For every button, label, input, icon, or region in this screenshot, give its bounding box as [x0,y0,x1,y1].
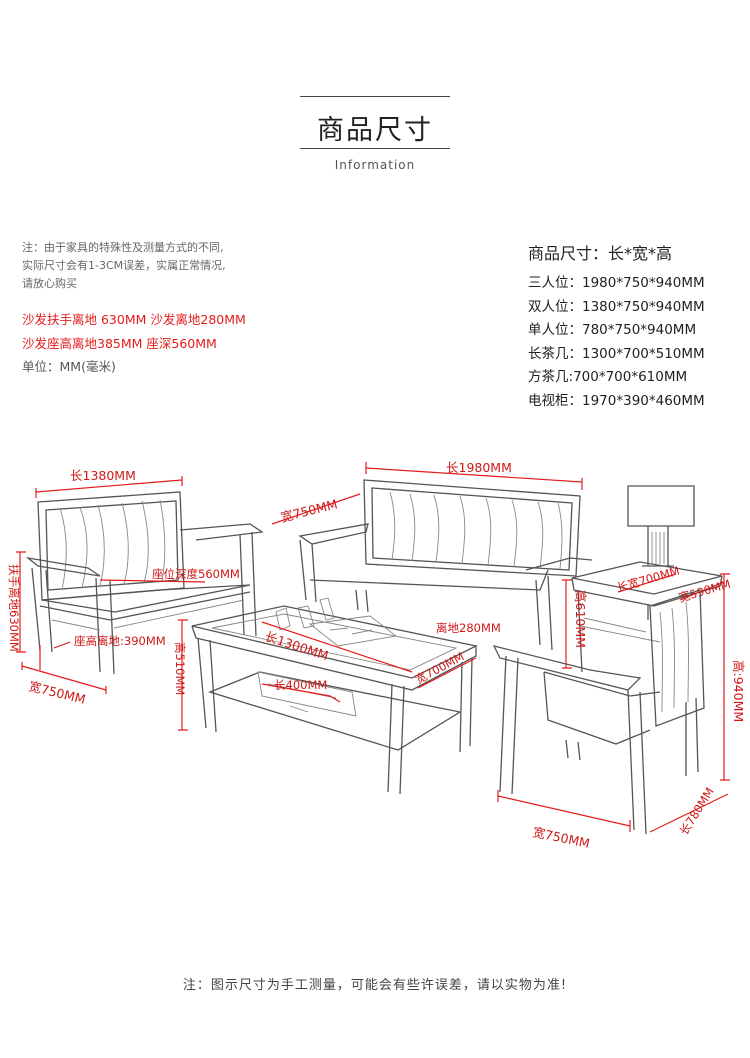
spec-item: 方茶几:700*700*610MM [528,366,705,390]
side-height-label: 高610MM [573,590,588,648]
loveseat-dimensions: 长1380MM 扶手离地630MM 座位深度560MM 座高离地:390MM 宽… [7,468,240,707]
spec-item: 单人位：780*750*940MM [528,319,705,343]
spec-item: 双人位：1380*750*940MM [528,296,705,320]
unit-label: 单位：MM(毫米) [22,359,116,374]
spec-name: 方茶几: [528,369,574,386]
seat-depth-label: 座位深度560MM [152,567,240,581]
spec-name: 单人位： [528,322,582,339]
measurement-note: 注：由于家具的特殊性及测量方式的不同, 实际尺寸会有1-3CM误差，实属正常情况… [22,239,282,293]
coffee-table-drawing [191,485,695,795]
note-line-3: 请放心购买 [22,277,77,290]
armchair-drawing [492,589,705,835]
side-length-label: 长宽700MM [615,564,681,595]
note-line-1: 注：由于家具的特殊性及测量方式的不同, [22,241,224,254]
spec-heading: 商品尺寸：长*宽*高 [528,244,673,263]
three-seat-sofa-drawing [298,479,593,651]
chair-height-label: 高:940MM [731,660,746,722]
loveseat-drawing [25,491,264,675]
spec-size: 780*750*940MM [582,322,697,339]
coffee-width-label: 宽700MM [413,649,467,686]
spec-size: 700*700*610MM [573,369,688,386]
sofa3-length-label: 长1980MM [446,460,512,475]
title-top-rule [300,96,450,97]
chair-length-label: 长780MM [677,785,717,838]
spec-name: 双人位： [528,298,582,315]
side-table-drawing [571,561,723,673]
spec-size: 1970*390*460MM [582,392,705,409]
spec-list: 三人位：1980*750*940MM 双人位：1380*750*940MM 单人… [528,272,705,414]
sofa3-width-label: 宽750MM [279,496,339,525]
spec-item: 长茶几：1300*700*510MM [528,343,705,367]
loveseat-length-label: 长1380MM [70,468,136,483]
highlight-line-2: 沙发座高离地385MM 座深560MM [22,336,217,351]
footer-note: 注：图示尺寸为手工测量，可能会有些许误差，请以实物为准! [182,978,568,993]
drawer-length-label: 长400MM [274,678,327,692]
armrest-height-label: 扶手离地630MM [7,564,21,652]
armchair-dimensions: 高:940MM 宽750MM 长780MM [497,573,746,851]
furniture-dimension-diagram: .f { fill:none; stroke:#555; stroke-widt… [7,460,746,851]
side-table-dimensions: 高610MM 长宽700MM 宽590MM [562,564,732,669]
spec-size: 1300*700*510MM [582,345,705,362]
note-line-2: 实际尺寸会有1-3CM误差，实属正常情况, [22,259,226,272]
spec-item: 三人位：1980*750*940MM [528,272,705,296]
spec-item: 电视柜：1970*390*460MM [528,390,705,414]
spec-size: 1380*750*940MM [582,298,705,315]
spec-name: 三人位： [528,275,582,291]
spec-name: 电视柜： [528,392,582,409]
page-subtitle: Information [334,158,416,172]
coffee-table-dimensions: 长1300MM 高510MM 宽700MM 长400MM 离地280MM [173,619,501,731]
spec-size: 1980*750*940MM [582,275,705,291]
page-title: 商品尺寸 [317,115,433,146]
coffee-height-label: 高510MM [173,642,187,695]
highlight-line-1: 沙发扶手离地 630MM 沙发离地280MM [22,312,246,327]
spec-name: 长茶几： [528,345,582,362]
chair-width-label: 宽750MM [531,824,591,851]
title-bottom-rule [300,148,450,149]
seat-height-label: 座高离地:390MM [74,634,166,648]
ground-clearance-label: 离地280MM [436,621,501,635]
